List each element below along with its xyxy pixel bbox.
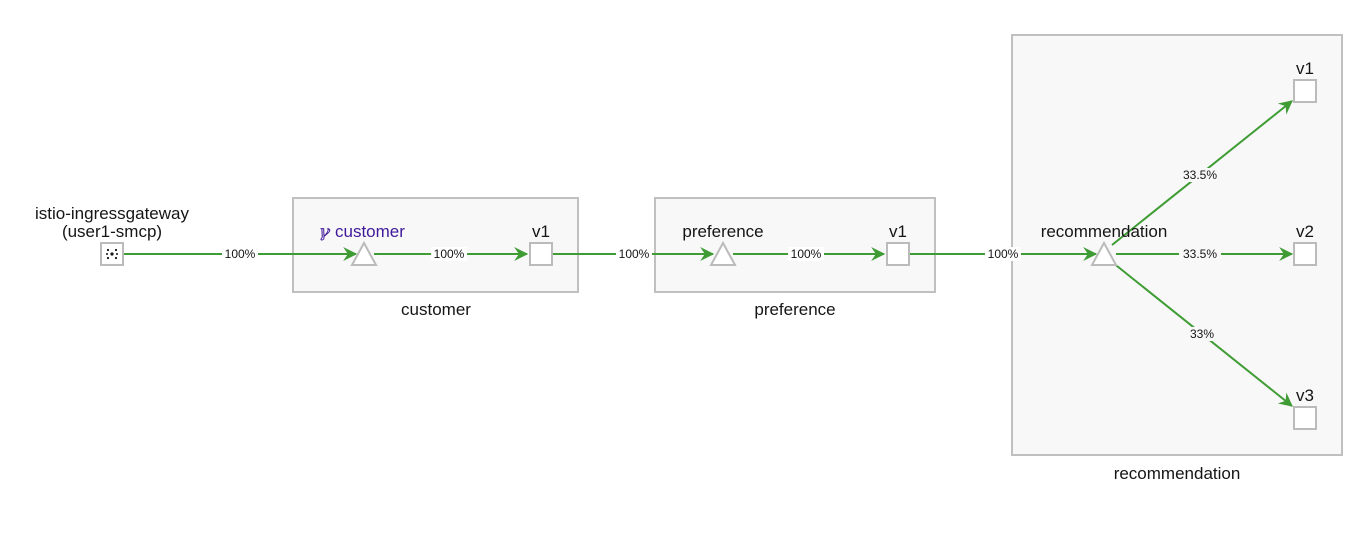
recommendation-v3-label: v3: [1296, 386, 1314, 405]
customer-box-label: customer: [401, 300, 471, 319]
edge-label-ingress-to-customer: 100%: [222, 247, 258, 261]
svg-text:100%: 100%: [225, 247, 256, 261]
preference-v1-node[interactable]: v1: [886, 222, 910, 266]
edge-label-recommendation-to-v1: 33.5%: [1179, 168, 1221, 182]
customer-v1-node[interactable]: v1: [529, 222, 553, 266]
svg-text:100%: 100%: [988, 247, 1019, 261]
recommendation-v1-label: v1: [1296, 59, 1314, 78]
ingress-gateway-node[interactable]: istio-ingressgateway (user1-smcp): [35, 204, 190, 266]
preference-service-node[interactable]: preference: [682, 222, 764, 266]
customer-service-label: customer: [335, 222, 405, 241]
gateway-icon: [106, 248, 118, 260]
svg-text:100%: 100%: [619, 247, 650, 261]
recommendation-v2-node[interactable]: v2: [1293, 222, 1317, 266]
recommendation-v2-label: v2: [1296, 222, 1314, 241]
recommendation-box[interactable]: recommendation: [1011, 34, 1343, 483]
recommendation-v3-node[interactable]: v3: [1293, 386, 1317, 430]
svg-text:33%: 33%: [1190, 327, 1214, 341]
preference-v1-label: v1: [889, 222, 907, 241]
svg-text:33.5%: 33.5%: [1183, 247, 1217, 261]
svg-text:100%: 100%: [791, 247, 822, 261]
edge-label-recommendation-to-v3: 33%: [1186, 327, 1218, 341]
edge-label-preference-v1-to-recommendation: 100%: [985, 247, 1021, 261]
svg-text:33.5%: 33.5%: [1183, 168, 1217, 182]
edge-label-recommendation-to-v2: 33.5%: [1179, 247, 1221, 261]
svg-text:100%: 100%: [434, 247, 465, 261]
customer-service-node[interactable]: ℽ customer: [318, 222, 405, 266]
ingress-label-line2: (user1-smcp): [62, 222, 162, 241]
customer-v1-label: v1: [532, 222, 550, 241]
edge-label-preference-svc-to-v1: 100%: [788, 247, 824, 261]
virtual-service-icon: ℽ: [318, 222, 331, 242]
recommendation-service-label: recommendation: [1041, 222, 1168, 241]
preference-service-label: preference: [682, 222, 763, 241]
edge-label-customer-v1-to-preference: 100%: [616, 247, 652, 261]
recommendation-box-label: recommendation: [1114, 464, 1241, 483]
preference-box-label: preference: [754, 300, 835, 319]
recommendation-service-node[interactable]: recommendation: [1041, 222, 1168, 266]
edge-label-customer-svc-to-v1: 100%: [431, 247, 467, 261]
ingress-label-line1: istio-ingressgateway: [35, 204, 190, 223]
recommendation-v1-node[interactable]: v1: [1293, 59, 1317, 103]
